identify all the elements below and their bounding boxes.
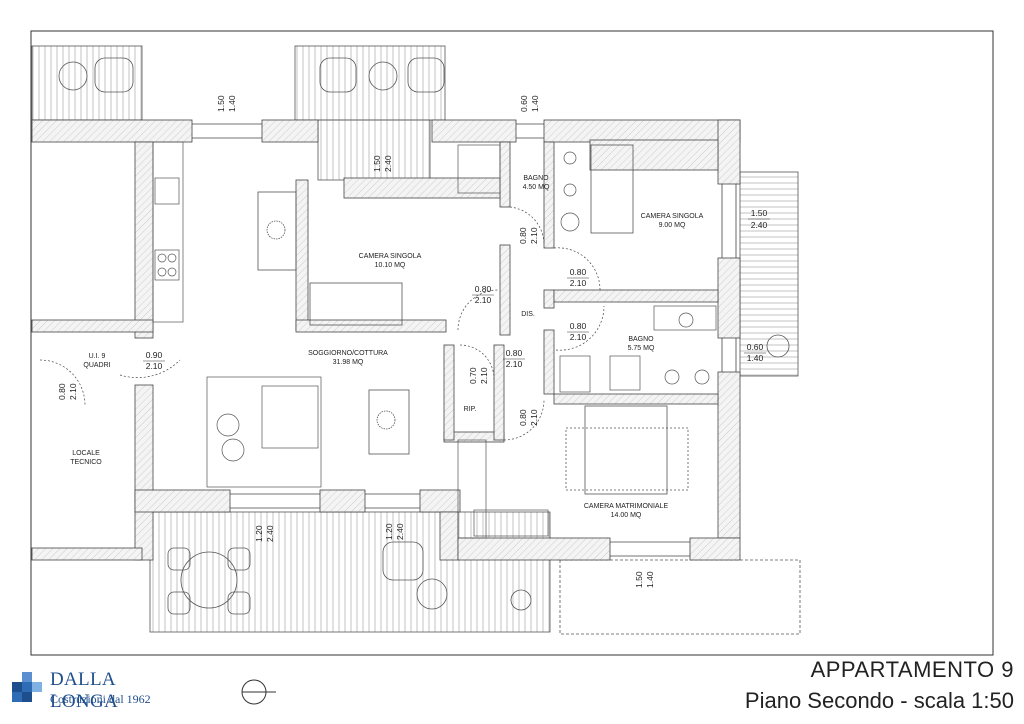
dim-door-bath1-b: 2.10	[529, 227, 539, 244]
dim-win-bottom-left-a: 1.20	[254, 525, 264, 542]
north-arrow-icon	[241, 679, 276, 705]
dim-door-rip-b: 2.10	[479, 367, 489, 384]
dim-win-right-bath-b: 1.40	[747, 353, 764, 363]
dim-door-matr-b: 2.10	[529, 409, 539, 426]
dim-win-bottom-left-b: 2.40	[265, 525, 275, 542]
dim-win-bottom-mid-b: 2.40	[395, 523, 405, 540]
door-dimensions: 0.80 2.10 0.80 2.10 0.80 2.10 0.80 2.10 …	[143, 267, 589, 371]
window-dimensions: 1.50 1.40 0.60 1.40 1.50 2.40 0.80 2.10 …	[57, 95, 655, 588]
dim-door-cam1-b: 2.10	[475, 295, 492, 305]
bagno-1-name: BAGNO	[523, 175, 549, 182]
quadri-line2: QUADRI	[83, 362, 110, 369]
dim-win-top-bath-a: 0.60	[519, 95, 529, 112]
dim-door-entry-a: 0.80	[506, 348, 523, 358]
dim-door-tecnico-a: 0.80	[57, 383, 67, 400]
dim-door-bath2-b: 2.10	[570, 332, 587, 342]
living-set	[206, 376, 322, 488]
camera-singola-1-area: 10.10 MQ	[375, 262, 406, 269]
dim-win-top-left-a: 1.50	[216, 95, 226, 112]
right-window-dimensions: 1.50 2.40 0.60 1.40	[744, 208, 770, 363]
camera-singola-2-area: 9.00 MQ	[659, 222, 686, 229]
dim-door-entry-b: 2.10	[506, 359, 523, 369]
drawing-frame	[30, 30, 994, 656]
bagno-1-area: 4.50 MQ	[523, 184, 550, 191]
bathroom-fixtures	[457, 144, 717, 393]
dim-win-bottom-right-a: 1.50	[634, 571, 644, 588]
soggiorno-name: SOGGIORNO/COTTURA	[308, 350, 388, 357]
windows	[192, 123, 737, 557]
bagno-2-name: BAGNO	[628, 336, 654, 343]
dim-door-quadri-b: 2.10	[146, 361, 163, 371]
soggiorno-area: 31.98 MQ	[333, 359, 364, 366]
quadri-line1: U.I. 9	[89, 353, 106, 360]
dim-door-cam1-a: 0.80	[475, 284, 492, 294]
camera-matrimoniale-name: CAMERA MATRIMONIALE	[584, 503, 669, 510]
dim-door-cam2-b: 2.10	[570, 278, 587, 288]
beds	[309, 144, 689, 495]
dim-win-top-mid-b: 2.40	[383, 155, 393, 172]
doors	[39, 206, 605, 441]
kitchen	[152, 141, 184, 323]
dim-win-bottom-right-b: 1.40	[645, 571, 655, 588]
dis-label: DIS.	[521, 311, 535, 318]
dim-door-cam2-a: 0.80	[570, 267, 587, 277]
bagno-2-area: 5.75 MQ	[628, 345, 655, 352]
company-logo: DALLA LONGA Costruzioni dal 1962	[12, 668, 182, 712]
dim-win-top-mid-a: 1.50	[372, 155, 382, 172]
dim-win-right-bath-a: 0.60	[747, 342, 764, 352]
locale-tecnico-line1: LOCALE	[72, 450, 100, 457]
dim-win-right-room-a: 1.50	[751, 208, 768, 218]
dining-tables	[257, 191, 410, 455]
dim-win-top-bath-b: 1.40	[530, 95, 540, 112]
dim-win-bottom-mid-a: 1.20	[384, 523, 394, 540]
dim-door-rip-a: 0.70	[468, 367, 478, 384]
locale-tecnico-line2: TECNICO	[70, 459, 102, 466]
brand-name: DALLA LONGA	[50, 669, 118, 712]
camera-singola-1-name: CAMERA SINGOLA	[359, 253, 422, 260]
camera-singola-2-name: CAMERA SINGOLA	[641, 213, 704, 220]
dim-door-bath2-a: 0.80	[570, 321, 587, 331]
wardrobe	[457, 439, 549, 539]
rip-label: RIP.	[464, 406, 477, 413]
logo-mark-icon	[12, 672, 42, 702]
dim-win-top-left-b: 1.40	[227, 95, 237, 112]
dim-door-quadri-a: 0.90	[146, 350, 163, 360]
camera-matrimoniale-area: 14.00 MQ	[611, 512, 642, 519]
dim-door-tecnico-b: 2.10	[68, 383, 78, 400]
brand-tagline: Costruzioni dal 1962	[50, 692, 151, 706]
room-labels: CAMERA SINGOLA 10.10 MQ BAGNO 4.50 MQ CA…	[70, 175, 703, 519]
balconies	[31, 45, 801, 635]
dim-door-bath1-a: 0.80	[518, 227, 528, 244]
apartment-title: APPARTAMENTO 9	[810, 657, 1014, 682]
dim-door-matr-a: 0.80	[518, 409, 528, 426]
dim-win-right-room-b: 2.40	[751, 220, 768, 230]
floor-scale-subtitle: Piano Secondo - scala 1:50	[744, 688, 1014, 713]
outdoor-furniture	[58, 57, 790, 615]
